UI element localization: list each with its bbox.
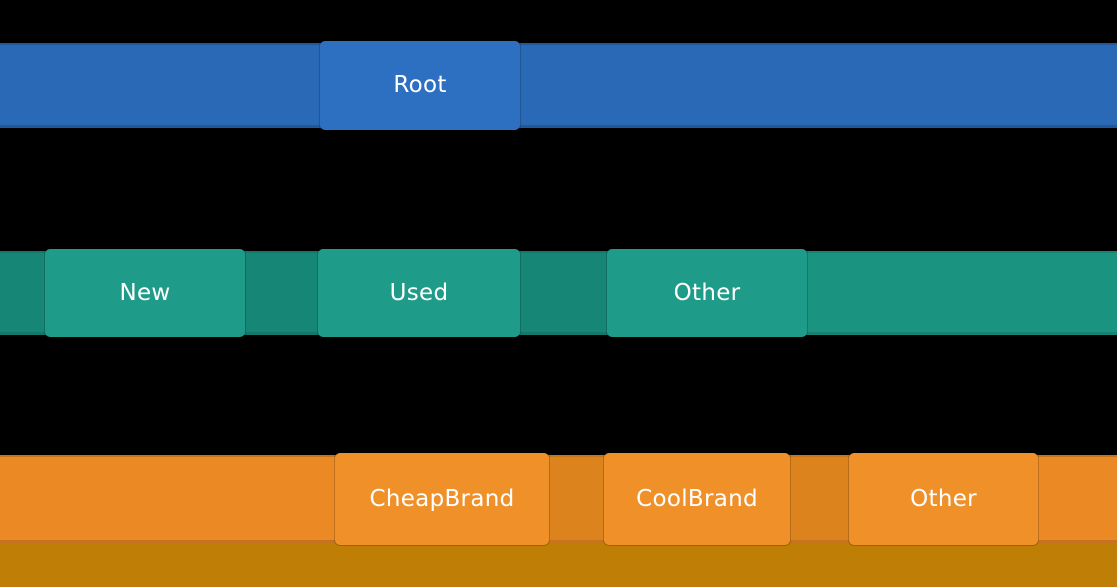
node-new-tile[interactable]: New (45, 249, 245, 337)
level-1-segment (807, 251, 1117, 335)
node-label: CheapBrand (369, 485, 515, 512)
node-other-tile[interactable]: Other (607, 249, 807, 337)
level-0-bar (0, 43, 1117, 128)
level-1-segment (520, 251, 607, 335)
node-cheapbrand-tile[interactable]: CheapBrand (335, 453, 549, 545)
node-label: New (119, 279, 171, 306)
node-used-tile[interactable]: Used (318, 249, 520, 337)
level-1-segment (0, 251, 45, 335)
bottom-level-strip (0, 543, 1117, 587)
node-label: Used (389, 279, 449, 306)
level-2-segment (549, 455, 604, 543)
node-coolbrand-tile[interactable]: CoolBrand (604, 453, 790, 545)
node-root-tile[interactable]: Root (320, 41, 520, 130)
level-2-segment (790, 455, 849, 543)
node-label: Root (393, 72, 447, 98)
node-other-tile[interactable]: Other (849, 453, 1038, 545)
node-label: Other (910, 485, 977, 512)
node-label: CoolBrand (636, 485, 758, 512)
level-1-segment (245, 251, 318, 335)
node-label: Other (673, 279, 741, 306)
